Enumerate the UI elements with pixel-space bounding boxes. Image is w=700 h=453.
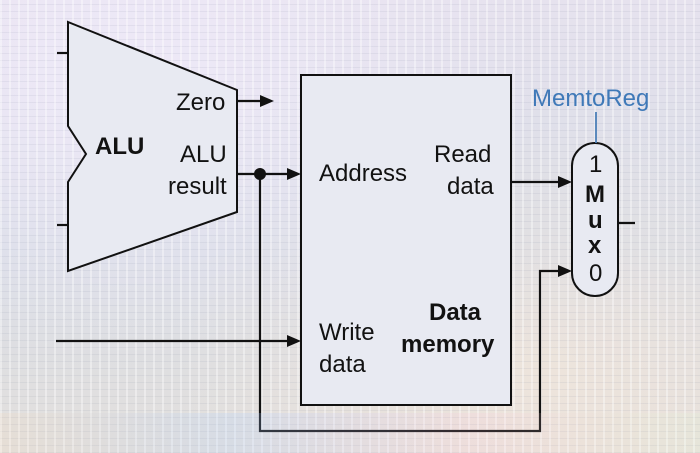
write-data-arrow-icon [287,335,301,347]
data-memory-label-line2: memory [401,331,495,358]
mux-one-input-arrow-icon [558,176,572,188]
alu-shape [67,20,238,273]
zero-label: Zero [176,89,225,116]
alu-name-label: ALU [95,133,144,160]
alu-result-bypass-wire [258,174,560,433]
zero-arrow-icon [260,95,274,107]
mux-letter-u: u [588,207,603,234]
data-memory-label-line1: Data [429,299,482,326]
address-arrow-icon [287,168,301,180]
mux-input-one-label: 1 [589,151,602,178]
mux-input-zero-label: 0 [589,260,602,287]
mux-letter-m: M [585,181,605,208]
data-memory-block [300,74,512,406]
mux-letter-x: x [588,232,602,259]
mux-zero-input-arrow-icon [558,265,572,277]
alu-result-label-line2: result [168,173,227,200]
read-data-label-line2: data [447,173,494,200]
mux-shape [571,142,619,297]
alu-result-label-line1: ALU [180,141,227,168]
address-label: Address [319,160,407,187]
write-data-label-line2: data [319,351,366,378]
write-data-label-line1: Write [319,319,375,346]
read-data-label-line1: Read [434,141,491,168]
memtoreg-label: MemtoReg [532,85,649,112]
